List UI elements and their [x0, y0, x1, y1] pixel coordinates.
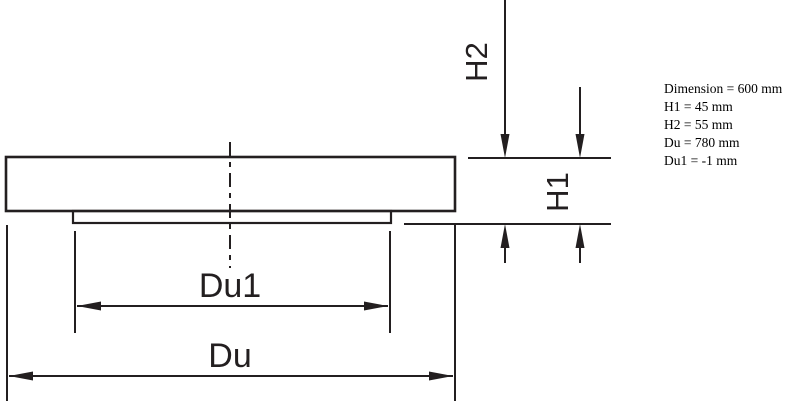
- h1-arrowhead-up: [575, 224, 585, 248]
- annotation-du1: Du1 = -1 mm: [664, 153, 738, 168]
- du1-label: Du1: [199, 267, 261, 305]
- du-arrowhead-left: [9, 371, 33, 381]
- h2-label: H2: [459, 42, 494, 82]
- du-label: Du: [208, 337, 251, 375]
- h1-arrowhead-down: [575, 134, 585, 158]
- part-lip: [71, 209, 393, 225]
- h1-label: H1: [540, 172, 575, 212]
- du-arrowhead-right: [429, 371, 453, 381]
- annotation-h2: H2 = 55 mm: [664, 117, 733, 132]
- dimension-values-block: Dimension = 600 mm H1 = 45 mm H2 = 55 mm…: [664, 80, 804, 170]
- annotation-du: Du = 780 mm: [664, 135, 740, 150]
- du1-arrowhead-left: [77, 301, 101, 311]
- du1-arrowhead-right: [364, 301, 388, 311]
- annotation-h1: H1 = 45 mm: [664, 99, 733, 114]
- h2-arrowhead-up: [500, 224, 510, 248]
- annotation-dimension: Dimension = 600 mm: [664, 81, 783, 96]
- h2-arrowhead-down: [500, 134, 510, 158]
